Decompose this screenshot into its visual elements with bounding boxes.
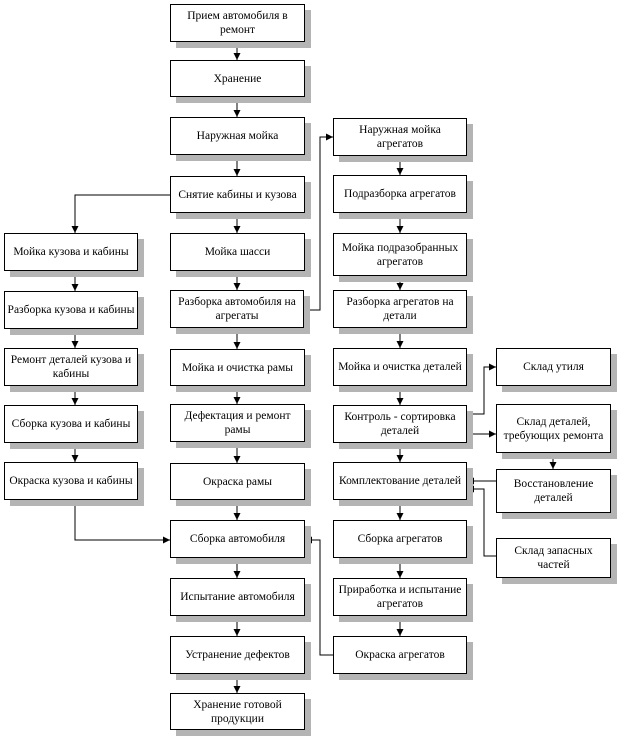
node-razborka-kuzova: Разборка кузова и кабины [4,291,138,329]
node-hranenie-gotovoy: Хранение готовой продукции [170,693,305,730]
node-razborka-agr: Разборка агрегатов на детали [333,290,467,328]
node-kontrol: Контроль - сортировка деталей [333,405,467,443]
node-sborka-kuzova: Сборка кузова и кабины [4,405,138,443]
node-okraska-ramy: Окраска рамы [170,463,305,500]
node-sklad-utilya: Склад утиля [496,348,611,386]
node-moyka-detaley: Мойка и очистка деталей [333,348,467,386]
node-ustranenie: Устранение дефектов [170,636,305,674]
node-moyka-podraz: Мойка подразобранных агрегатов [333,233,467,276]
node-prirabotka: Приработка и испытание агрегатов [333,578,467,616]
node-sklad-zapas: Склад запасных частей [496,538,611,578]
node-defektaciya: Дефектация и ремонт рамы [170,404,305,442]
node-moyka-shassi: Мойка шасси [170,233,305,271]
node-priem: Прием автомобиля в ремонт [170,4,305,42]
node-okraska-kuzova: Окраска кузова и кабины [4,462,138,500]
node-ispytanie: Испытание автомобиля [170,578,305,616]
node-razborka-avto: Разборка автомобиля на агрегаты [170,290,304,328]
arrow-okraska-agr-to-sborka-avto [305,536,333,656]
node-okraska-agr: Окраска агрегатов [333,636,467,674]
node-komplekt: Комплектование деталей [333,462,467,500]
node-vosstanovlenie: Восстановление деталей [496,469,611,513]
arrow-razborka-to-nar-moyka-agr [304,133,333,311]
node-hranenie: Хранение [170,60,305,97]
node-sborka-agr: Сборка агрегатов [333,520,467,558]
arrow-sklad-zapas-to-komplekt [467,485,496,557]
node-moyka-kuzova: Мойка кузова и кабины [4,233,138,271]
arrow-okraska-kuzova-to-sborka-avto [74,500,170,544]
node-sborka-avto: Сборка автомобиля [170,520,305,558]
node-sklad-detaley: Склад деталей, требующих ремонта [496,404,611,453]
node-moyka-ramy: Мойка и очистка рамы [170,349,305,386]
arrow-snyatie-to-moyka-kuzova [71,194,170,233]
node-nar-moyka: Наружная мойка [170,117,305,155]
arrow-kontrol-to-sklad-utilya [467,363,496,415]
node-nar-moyka-agr: Наружная мойка агрегатов [333,118,467,156]
node-remont-kuzova: Ремонт деталей кузова и кабины [4,348,138,386]
node-snyatie: Снятие кабины и кузова [170,176,305,213]
node-podrazborka: Подразборка агрегатов [333,175,467,213]
